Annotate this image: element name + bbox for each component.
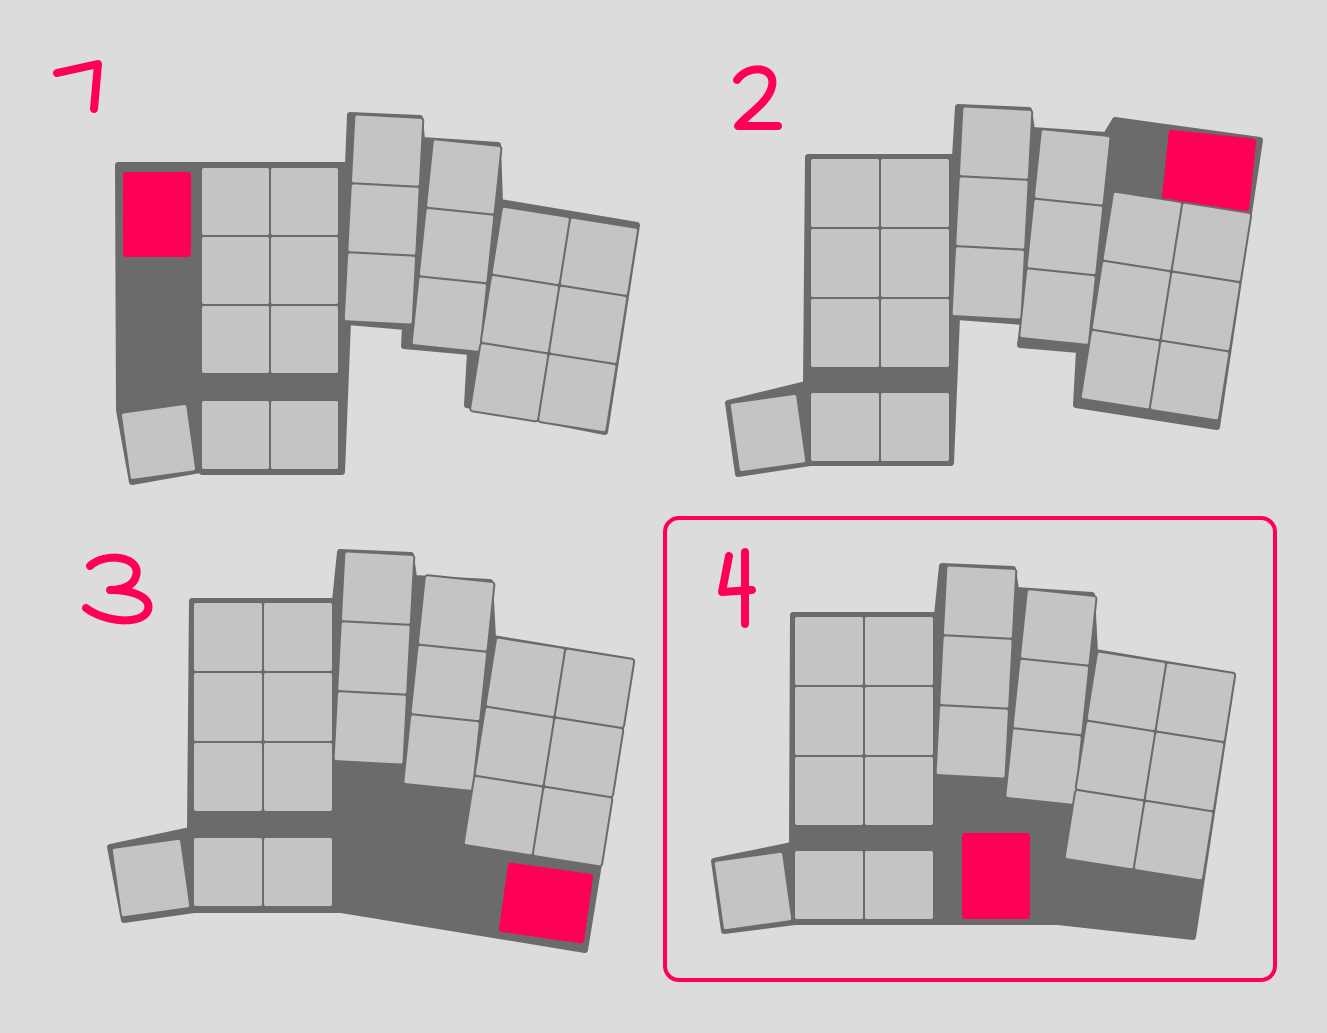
middle-column <box>332 550 416 766</box>
layout-option-1[interactable] <box>53 60 640 485</box>
main-keys-left <box>793 615 935 827</box>
pinky-columns <box>462 636 636 868</box>
option-number-4 <box>718 548 756 628</box>
ring-column <box>1018 128 1112 346</box>
ring-column <box>402 574 496 792</box>
pinky-columns <box>469 205 639 434</box>
highlighted-key <box>498 862 594 944</box>
middle-column <box>950 105 1034 321</box>
option-number-2 <box>733 65 782 130</box>
middle-column <box>342 113 425 326</box>
thumb-keys <box>728 391 951 474</box>
thumb-keys <box>712 849 935 932</box>
pinky-columns <box>1063 650 1237 882</box>
main-keys-left <box>200 166 340 375</box>
highlighted-key <box>962 833 1030 919</box>
selected-option-frame <box>663 516 1277 982</box>
main-keys-left <box>192 601 334 813</box>
layout-option-3[interactable] <box>82 549 636 953</box>
ring-column <box>1004 588 1098 806</box>
layout-option-2[interactable] <box>725 65 1263 477</box>
middle-column <box>934 564 1018 780</box>
highlighted-key <box>1161 129 1257 212</box>
highlighted-key <box>123 172 191 257</box>
pinky-columns <box>1079 190 1253 422</box>
option-number-3 <box>82 553 153 625</box>
thumb-keys <box>110 836 334 919</box>
ring-column <box>410 138 503 353</box>
layout-option-4[interactable] <box>711 548 1237 940</box>
main-keys-left <box>809 157 951 369</box>
thumb-keys <box>119 399 340 481</box>
option-number-1 <box>53 60 102 113</box>
